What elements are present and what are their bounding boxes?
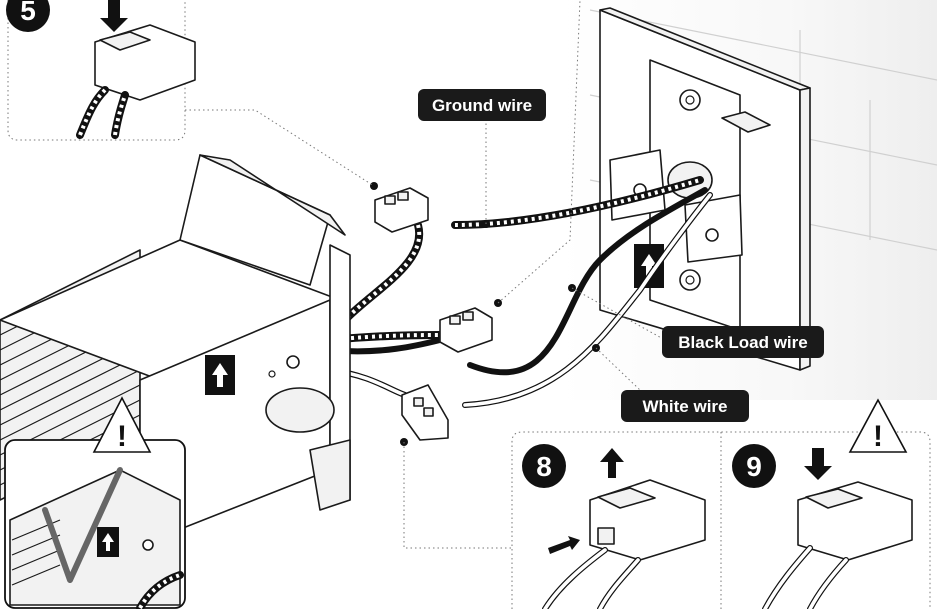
connector-white — [402, 385, 448, 440]
label-ground-wire-text: Ground wire — [432, 96, 532, 115]
inset-steps-8-9: 8 9 ! — [512, 400, 930, 609]
push-down-arrow-icon — [100, 0, 128, 32]
push-arrow-icon — [548, 536, 580, 554]
connector-black — [440, 308, 492, 352]
warning-triangle-icon-right: ! — [850, 400, 906, 453]
push-down-arrow-icon-step9 — [804, 448, 832, 480]
label-black-load-wire: Black Load wire — [662, 326, 824, 358]
lift-up-arrow-icon — [600, 448, 624, 478]
label-ground-wire: Ground wire — [418, 89, 546, 121]
step-9-number: 9 — [746, 451, 762, 482]
inset-step-5: 5 — [6, 0, 195, 140]
label-white-wire-text: White wire — [642, 397, 727, 416]
label-black-load-wire-text: Black Load wire — [678, 333, 807, 352]
warning-mark-left: ! — [117, 420, 127, 453]
step-9-panel: 9 — [732, 444, 912, 609]
step-5-number: 5 — [20, 0, 36, 26]
inset-check — [5, 440, 185, 608]
step-8-panel: 8 — [522, 444, 705, 609]
label-white-wire: White wire — [621, 390, 749, 422]
warning-mark-right: ! — [873, 420, 883, 453]
step-8-number: 8 — [536, 451, 552, 482]
